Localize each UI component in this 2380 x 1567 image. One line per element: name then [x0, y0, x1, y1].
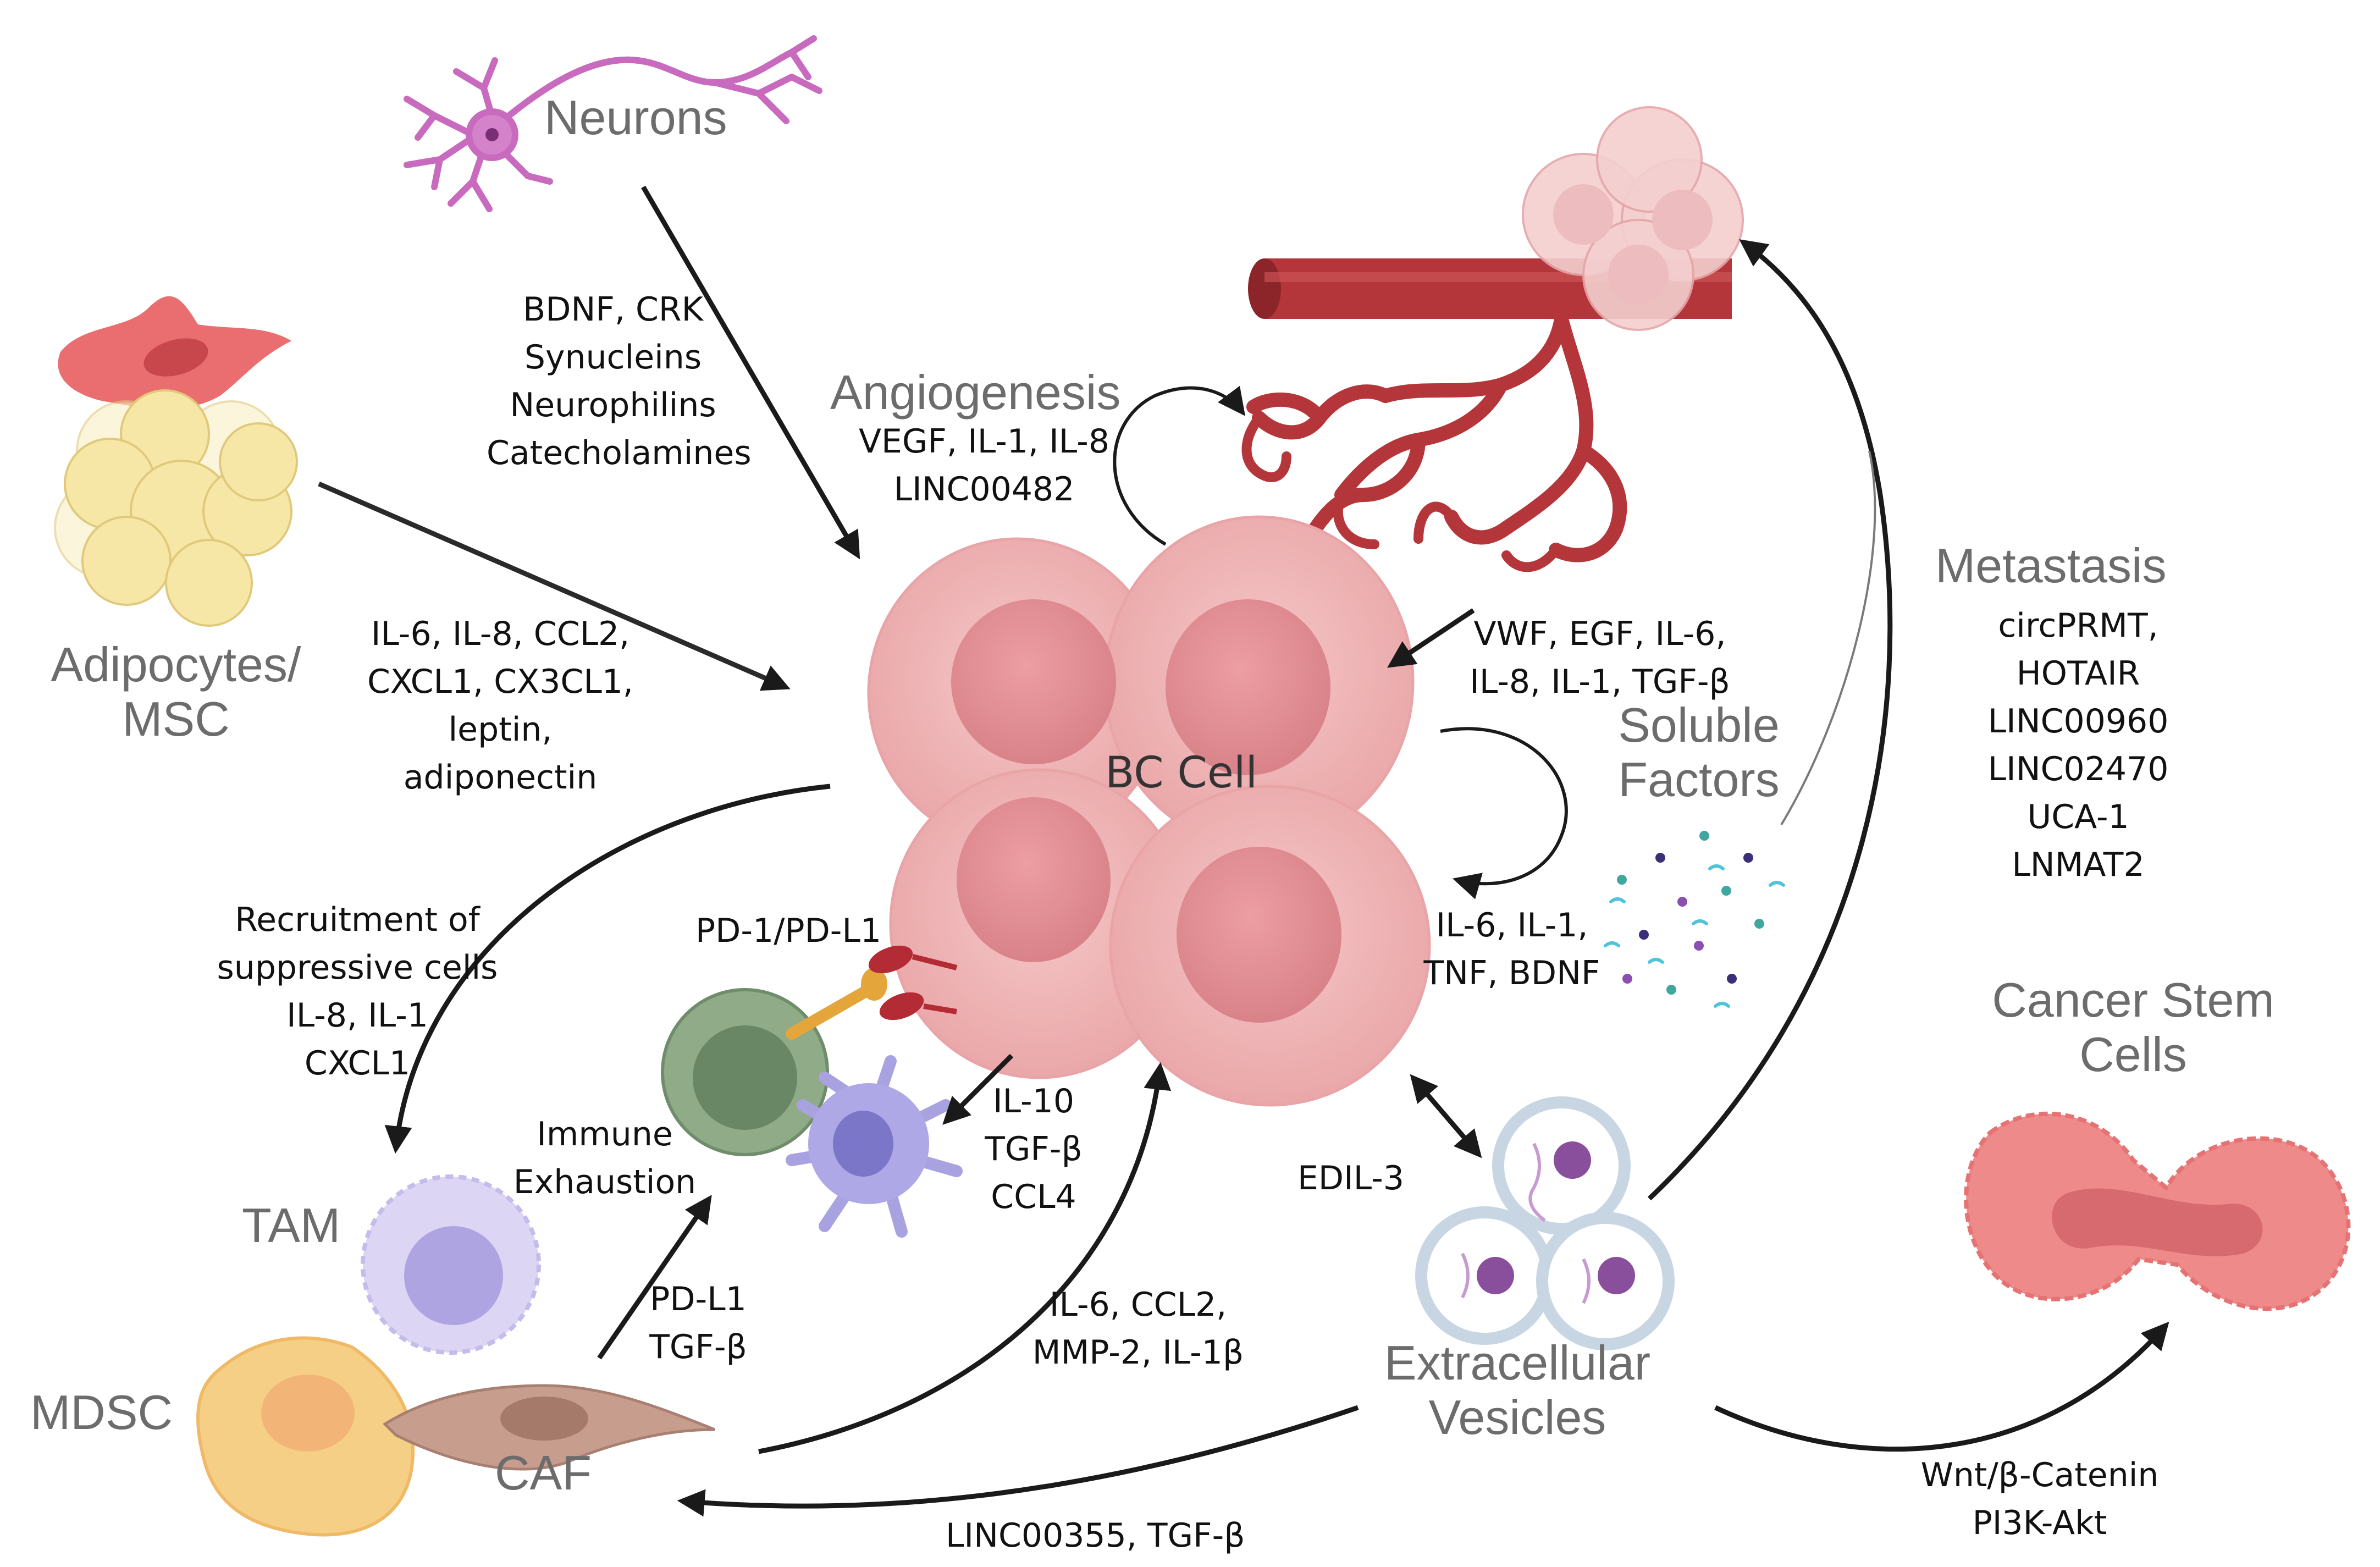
caf-bc-factor-line: IL-6, CCL2,	[1049, 1285, 1227, 1324]
caf-bc-factor-line: MMP-2, IL-1β	[1032, 1333, 1244, 1372]
label-immune-exhaustion: Immune Exhaustion	[511, 1111, 698, 1206]
tam-cell	[361, 1174, 541, 1355]
metastasis-factors: circPRMT, HOTAIR LINC00960 LINC02470 UCA…	[1963, 602, 2194, 889]
label-soluble-factors: Soluble Factors	[1594, 698, 1803, 807]
neuron-factors: BDNF, CRK Synucleins Neurophilins Catech…	[487, 286, 752, 477]
ev-line: Extracellular	[1384, 1336, 1651, 1390]
stem-line: Cells	[2079, 1027, 2187, 1082]
neuron-factor-line: Catecholamines	[487, 434, 752, 472]
vessel-factors: VWF, EGF, IL-6, IL-8, IL-1, TGF-β	[1451, 610, 1748, 706]
caf-factor-line: TGF-β	[649, 1328, 747, 1366]
adipo-factor-line: CXCL1, CX3CL1,	[367, 663, 633, 701]
arrow-recruitment-to-tam	[384, 784, 831, 1154]
metastatic-cluster	[1522, 106, 1744, 331]
adipocytes-line: Adipocytes/	[51, 637, 301, 692]
arrow-angiogenesis-loop	[1113, 385, 1246, 546]
adipo-factor-line: leptin,	[448, 710, 553, 749]
label-bc-cell: BC Cell	[1105, 748, 1258, 798]
wnt-line: Wnt/β-Catenin	[1920, 1456, 2159, 1494]
neuron-factor-line: BDNF, CRK	[523, 290, 703, 329]
label-neurons: Neurons	[544, 90, 727, 145]
dc-factor-line: TGF-β	[985, 1130, 1083, 1168]
vessel-factor-line: IL-8, IL-1, TGF-β	[1470, 663, 1730, 701]
adipocyte-cluster	[54, 389, 298, 627]
adipocyte-factors: IL-6, IL-8, CCL2, CXCL1, CX3CL1, leptin,…	[357, 610, 643, 802]
mdsc-cell	[196, 1336, 415, 1537]
label-linc00355: LINC00355, TGF-β	[946, 1516, 1245, 1555]
ev-line: Vesicles	[1428, 1389, 1606, 1444]
adipocytes-line: MSC	[122, 691, 230, 746]
angio-factor-line: VEGF, IL-1, IL-8	[858, 422, 1110, 461]
soluble-line: Soluble	[1618, 698, 1780, 752]
soluble-line: Factors	[1618, 752, 1780, 807]
immune-line: Immune	[537, 1115, 673, 1154]
arrow-neurons-to-bc	[641, 185, 860, 560]
label-tam: TAM	[242, 1198, 341, 1253]
recruitment-line: suppressive cells	[217, 948, 498, 987]
arrow-bc-ev-bidirectional	[1410, 1074, 1482, 1158]
caf-factor-line: PD-L1	[650, 1280, 747, 1318]
arrow-ev-to-metastasis	[1647, 239, 1893, 1201]
arrow-soluble-loop	[1440, 727, 1568, 900]
soluble-factors-list: IL-6, IL-1, TNF, BDNF	[1413, 902, 1611, 997]
msc-cell	[58, 296, 292, 409]
soluble-factor-line: TNF, BDNF	[1423, 954, 1600, 992]
immune-line: Exhaustion	[513, 1163, 697, 1201]
arrow-ev-to-stem	[1714, 1321, 2169, 1452]
soluble-factor-particles	[1604, 831, 1785, 1008]
arrow-vessel-to-bc	[1387, 608, 1475, 668]
pd1-pdl1-receptors	[786, 945, 958, 1040]
metastasis-factor-line: UCA-1	[2027, 798, 2129, 836]
arrow-caf-to-immune	[597, 1195, 712, 1360]
neuron-factor-line: Synucleins	[524, 338, 702, 377]
metastasis-factor-line: LINC00960	[1987, 702, 2169, 741]
recruitment-factors: Recruitment of suppressive cells IL-8, I…	[209, 896, 506, 1088]
label-mdsc: MDSC	[30, 1385, 173, 1439]
arrow-bc-to-dc	[942, 1053, 1014, 1125]
soluble-factor-line: IL-6, IL-1,	[1435, 906, 1588, 945]
metastasis-factor-line: LINC02470	[1987, 750, 2169, 788]
adipo-factor-line: adiponectin	[403, 758, 598, 797]
wnt-line: PI3K-Akt	[1972, 1504, 2107, 1542]
cancer-stem-cells	[1964, 1111, 2351, 1311]
label-edil3: EDIL-3	[1297, 1159, 1405, 1198]
arrow-adipocytes-to-bc	[318, 481, 791, 691]
arrows	[318, 185, 2169, 1517]
t-cell	[661, 988, 829, 1156]
arrow-caf-to-bc	[758, 1062, 1172, 1454]
label-angiogenesis: Angiogenesis	[830, 365, 1121, 420]
dendritic-cell	[786, 1055, 963, 1238]
caf-cell	[383, 1384, 715, 1471]
label-pd1-pdl1: PD-1/PD-L1	[695, 912, 882, 950]
line-soluble-to-metastasis	[1780, 450, 1876, 826]
label-extracellular-vesicles: Extracellular Vesicles	[1363, 1336, 1671, 1444]
label-caf: CAF	[495, 1445, 592, 1500]
recruitment-line: IL-8, IL-1	[286, 996, 428, 1035]
dc-factors: IL-10 TGF-β CCL4	[957, 1078, 1111, 1221]
metastasis-factor-line: LNMAT2	[2012, 846, 2145, 884]
caf-bc-factors: IL-6, CCL2, MMP-2, IL-1β	[1012, 1281, 1264, 1377]
label-cancer-stem-cells: Cancer Stem Cells	[1974, 973, 2293, 1082]
neuron-factor-line: Neurophilins	[510, 386, 716, 424]
neuron-illustration	[404, 35, 822, 212]
metastasis-factor-line: circPRMT,	[1998, 606, 2158, 645]
angio-factor-line: LINC00482	[893, 470, 1075, 509]
adipo-factor-line: IL-6, IL-8, CCL2,	[371, 615, 630, 653]
angiogenesis-factors: VEGF, IL-1, IL-8 LINC00482	[852, 418, 1116, 514]
wnt-factors: Wnt/β-Catenin PI3K-Akt	[1908, 1452, 2172, 1547]
label-metastasis: Metastasis	[1935, 538, 2167, 593]
arrow-ev-to-caf	[677, 1405, 1359, 1517]
label-adipocytes-msc: Adipocytes/ MSC	[38, 637, 313, 746]
caf-factors: PD-L1 TGF-β	[616, 1276, 781, 1371]
dc-factor-line: CCL4	[991, 1178, 1076, 1216]
recruitment-line: Recruitment of	[235, 901, 480, 939]
bc-cell-cluster	[867, 515, 1431, 1107]
metastasis-factor-line: HOTAIR	[2016, 654, 2140, 693]
recruitment-line: CXCL1	[304, 1044, 411, 1083]
dc-factor-line: IL-10	[992, 1082, 1075, 1121]
extracellular-vesicles	[1415, 1096, 1675, 1350]
stem-line: Cancer Stem	[1992, 973, 2274, 1027]
vessel-factor-line: VWF, EGF, IL-6,	[1473, 615, 1726, 653]
